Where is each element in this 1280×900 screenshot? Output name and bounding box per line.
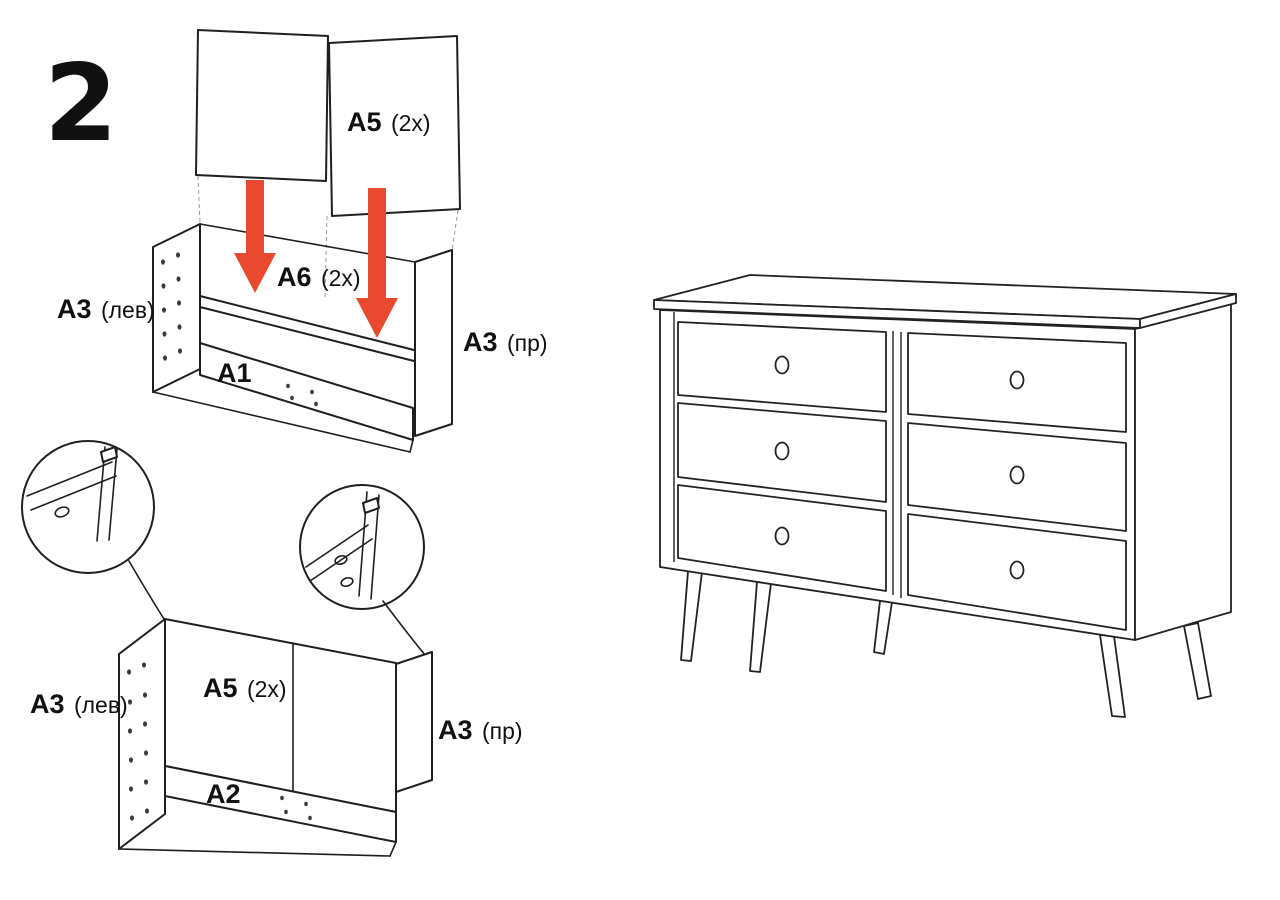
side-panel-left <box>152 223 201 393</box>
carcass-bottom-outer-edge <box>118 848 391 857</box>
label-a6: A6 (2x) <box>277 262 361 292</box>
drawer-knob <box>1009 465 1025 485</box>
screw-holes-left-panel <box>161 252 182 361</box>
screw-holes-a2 <box>280 795 312 821</box>
cam-hole-detail <box>340 576 354 588</box>
dresser-leg <box>873 600 893 655</box>
panel-tab-detail <box>100 446 118 463</box>
label-a2: A2 <box>206 779 241 809</box>
insert-direction-arrow-icon <box>356 188 398 338</box>
back-panel-right <box>328 35 461 217</box>
side-panel-right <box>414 249 453 437</box>
dresser-top-side-edge <box>1139 293 1237 329</box>
cam-hole-detail <box>54 506 70 518</box>
carcass-bottom-corner-edge <box>389 841 397 857</box>
dresser-leg <box>680 570 703 662</box>
panel-tab-detail <box>362 497 380 514</box>
insert-direction-arrow-icon <box>234 180 276 293</box>
label-a3-left-top: A3 (лев) <box>57 294 155 324</box>
label-a3-right-bottom: A3 (пр) <box>438 715 523 745</box>
side-panel-left <box>118 618 166 850</box>
callout-leader-line <box>128 560 165 620</box>
assembled-dresser-view <box>653 274 1237 718</box>
detail-callout-left <box>21 440 155 574</box>
top-assembly-diagram: A5 (2x) A6 (2x) A3 (лев) A3 (пр) A1 <box>57 29 548 453</box>
drawer-knob <box>774 526 790 546</box>
carcass-bottom-corner-edge <box>409 439 414 453</box>
label-a3-left-bottom: A3 (лев) <box>30 689 128 719</box>
drawer-knob <box>774 441 790 461</box>
carcass-bottom-outer-edge <box>152 391 411 453</box>
label-a1: A1 <box>217 358 252 388</box>
dresser-leg <box>1183 622 1212 700</box>
drawer-knob <box>774 355 790 375</box>
label-a3-right-top: A3 (пр) <box>463 327 548 357</box>
detail-callout-right <box>299 484 425 610</box>
dresser-leg <box>749 581 772 673</box>
bottom-assembly-diagram: A5 (2x) A3 (лев) A3 (пр) A2 <box>21 440 523 857</box>
dresser-right-side <box>1134 303 1232 641</box>
step-number: 2 <box>44 42 118 165</box>
drawer-knob <box>1009 560 1025 580</box>
screw-holes-left-panel <box>127 662 149 821</box>
dresser-knobs <box>774 355 1025 580</box>
side-panel-right <box>395 651 433 793</box>
drawer-knob <box>1009 370 1025 390</box>
label-a5-bottom: A5 (2x) <box>203 673 287 703</box>
insertion-guide-lines <box>197 175 459 299</box>
callout-leader-line <box>382 600 430 661</box>
back-panel-left <box>195 29 329 182</box>
dresser-leg <box>1099 634 1126 718</box>
label-a5-top: A5 (2x) <box>347 107 431 137</box>
cam-hole-detail <box>334 554 348 566</box>
screw-holes-a1 <box>286 383 318 407</box>
